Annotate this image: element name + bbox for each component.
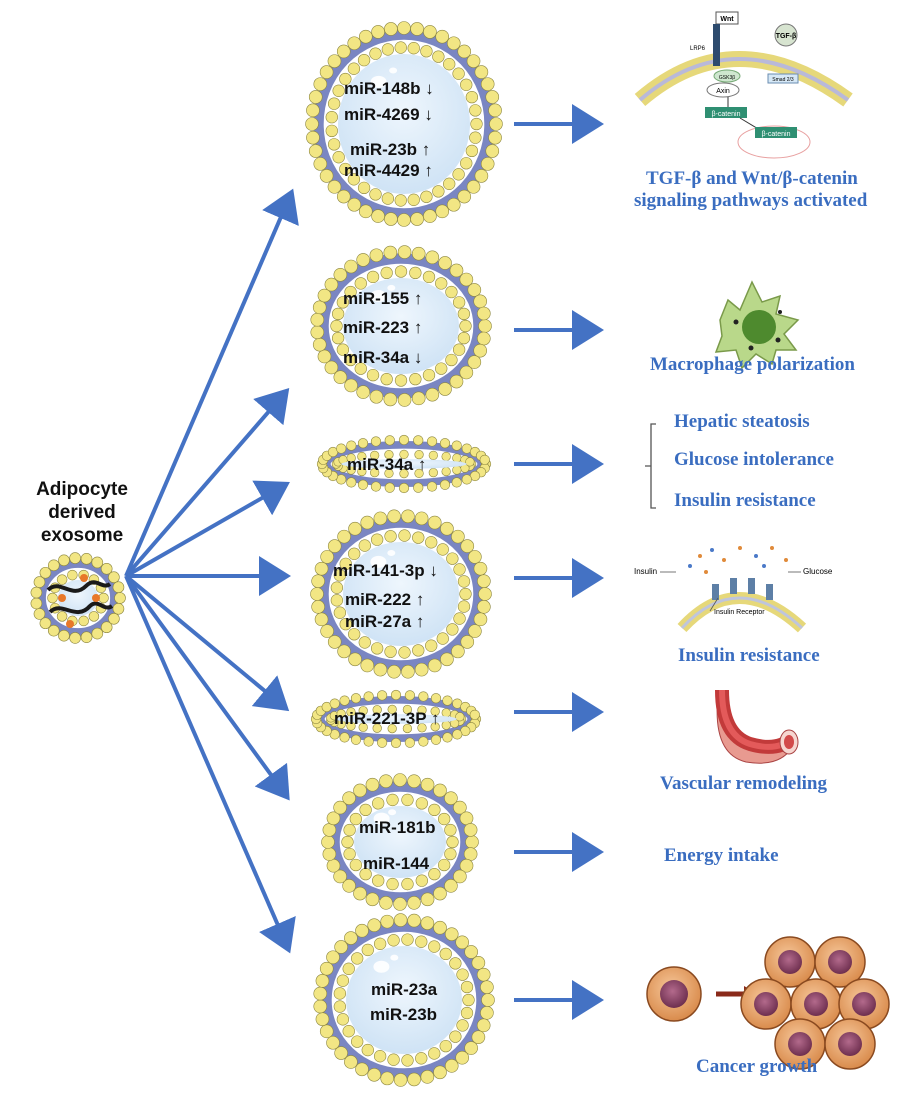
mirna-label: miR-23b ↑ bbox=[350, 140, 431, 159]
exosome-vesicle bbox=[310, 245, 492, 407]
cargo-dot bbox=[80, 574, 88, 582]
exosome-vesicle bbox=[316, 434, 492, 494]
cargo-dot bbox=[92, 594, 100, 602]
outcome-tgf-wnt: TGF-β and Wnt/β-catenin bbox=[646, 168, 858, 189]
mirna-label: miR-34a ↓ bbox=[343, 348, 423, 367]
mirna-label: miR-4429 ↑ bbox=[344, 161, 433, 180]
outcome-arrows bbox=[514, 104, 604, 1020]
outcome-macrophage: Macrophage polarization bbox=[650, 354, 855, 375]
axin-label: Axin bbox=[716, 88, 730, 95]
source-label-line1: Adipocyte bbox=[36, 479, 128, 500]
exosome-vesicle bbox=[313, 913, 495, 1087]
exosome-vesicle bbox=[310, 689, 482, 749]
mirna-label: miR-34a ↑ bbox=[347, 455, 427, 474]
mirna-label: miR-27a ↑ bbox=[345, 612, 425, 631]
fan-arrow bbox=[124, 575, 296, 954]
outcome-energy-intake: Energy intake bbox=[664, 845, 779, 866]
fan-arrow bbox=[124, 574, 290, 712]
mirna-label: miR-4269 ↓ bbox=[344, 105, 433, 124]
source-label-line2: derived bbox=[48, 502, 116, 523]
fan-arrow bbox=[125, 480, 290, 578]
mirna-label: miR-221-3P ↑ bbox=[334, 709, 440, 728]
mirna-label: miR-223 ↑ bbox=[343, 318, 423, 337]
mirna-label: miR-155 ↑ bbox=[343, 289, 423, 308]
mirna-label: miR-144 bbox=[363, 854, 430, 873]
adipocyte-exosome bbox=[30, 552, 126, 644]
outcome-vascular-remodeling: Vascular remodeling bbox=[660, 773, 827, 794]
adipocyte-exosome-label: Adipocyte derived exosome bbox=[22, 478, 142, 547]
cancer-cell-nucleus bbox=[828, 950, 852, 974]
mirna-label: miR-222 ↑ bbox=[345, 590, 425, 609]
rna-strand bbox=[48, 601, 114, 614]
cancer-cell-nucleus bbox=[754, 992, 778, 1016]
cancer-cell-nucleus bbox=[838, 1032, 862, 1056]
wnt-label: Wnt bbox=[720, 16, 734, 23]
tgfb-label: TGF-β bbox=[776, 33, 797, 40]
lrp6-label: LRP6 bbox=[690, 46, 706, 52]
outcome-insulin-resistance: Insulin resistance bbox=[678, 645, 820, 666]
beta-catenin-nuclear-label: β-catenin bbox=[762, 131, 791, 138]
mirna-label: miR-181b bbox=[359, 818, 436, 837]
beta-catenin-label: β-catenin bbox=[712, 111, 741, 118]
mirna-label: miR-23b bbox=[370, 1005, 438, 1024]
outcome-cancer-growth: Cancer growth bbox=[696, 1056, 818, 1077]
fan-arrow bbox=[124, 188, 299, 577]
mirna-label: miR-23a bbox=[371, 980, 438, 999]
cancer-cell-nucleus bbox=[852, 992, 876, 1016]
insulin-receptor-icon: Insulin Glucose Insulin Receptor bbox=[634, 546, 833, 633]
cancer-cell-nucleus bbox=[788, 1032, 812, 1056]
cancer-cell-nucleus bbox=[804, 992, 828, 1016]
cargo-dot bbox=[58, 594, 66, 602]
gsk-label: GSK3β bbox=[719, 75, 735, 81]
macrophage-icon bbox=[714, 280, 800, 370]
cancer-cell-nucleus bbox=[778, 950, 802, 974]
fan-arrows bbox=[124, 188, 299, 954]
signaling-pathway-icon: Wnt LRP6 TGF-β GSK3β Axin Smad 2/3 β-cat… bbox=[634, 11, 853, 159]
fan-arrow bbox=[124, 574, 290, 801]
outcome-tgf-wnt: signaling pathways activated bbox=[634, 190, 868, 211]
cancer-cells-icon bbox=[646, 936, 890, 1070]
outcome-glucose-intolerance: Glucose intolerance bbox=[674, 449, 834, 470]
smad-label: Smad 2/3 bbox=[772, 77, 794, 83]
mirna-label: miR-148b ↓ bbox=[344, 79, 434, 98]
outcome-hepatic-steatosis: Hepatic steatosis bbox=[674, 411, 810, 432]
exosome-vesicle bbox=[310, 509, 492, 679]
cargo-dot bbox=[66, 620, 74, 628]
source-vesicle bbox=[30, 552, 126, 644]
insulin-receptor-label: Insulin Receptor bbox=[714, 609, 765, 616]
outcome-bracket bbox=[645, 423, 656, 509]
exosome-vesicle bbox=[305, 21, 503, 227]
blood-vessel-icon bbox=[715, 689, 799, 764]
exosome-vesicle bbox=[321, 773, 479, 911]
outcome-insulin-resistance: Insulin resistance bbox=[674, 490, 816, 511]
source-label-line3: exosome bbox=[40, 525, 124, 546]
vesicle-layer bbox=[305, 21, 503, 1087]
mirna-label: miR-141-3p ↓ bbox=[333, 561, 438, 580]
fan-arrow bbox=[124, 387, 290, 578]
glucose-label: Glucose bbox=[803, 567, 833, 576]
insulin-label: Insulin bbox=[634, 567, 657, 576]
rna-strand bbox=[46, 580, 112, 593]
